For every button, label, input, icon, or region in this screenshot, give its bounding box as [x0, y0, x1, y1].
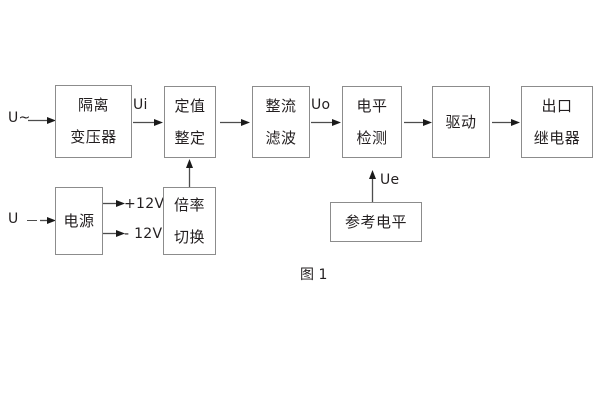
input-label-u-ac: U~ — [8, 110, 31, 126]
block-drive: 驱动 — [432, 86, 490, 158]
block-isolation-transformer: 隔离 变压器 — [55, 85, 132, 158]
block-line: 出口 — [541, 96, 573, 115]
block-line: 电平 — [356, 96, 388, 115]
block-line: 倍率 — [173, 195, 205, 214]
arrow-rectify-to-level-detect — [311, 118, 341, 127]
dash-segment — [27, 220, 37, 222]
arrow-rail-positive — [103, 199, 125, 208]
block-level-detect: 电平 检测 — [342, 86, 402, 158]
block-line: 参考电平 — [344, 212, 407, 231]
arrow-level-detect-to-drive — [404, 118, 432, 127]
block-line: 继电器 — [533, 128, 581, 147]
block-reference-level: 参考电平 — [330, 202, 422, 242]
block-power-supply: 电源 — [55, 187, 103, 255]
block-line: 切换 — [173, 227, 205, 246]
block-line: 定值 — [174, 96, 206, 115]
block-line: 整定 — [174, 128, 206, 147]
block-line: 电源 — [63, 211, 95, 230]
block-multiplier-switch: 倍率 切换 — [163, 187, 216, 255]
arrow-reference-to-level-detect — [368, 170, 377, 202]
figure-caption: 图 1 — [300, 267, 328, 283]
arrow-setting-to-rectify — [220, 118, 250, 127]
block-line: 变压器 — [70, 128, 117, 146]
rail-label-positive: +12V — [124, 196, 165, 212]
arrow-transformer-to-setting — [133, 118, 163, 127]
block-line: 检测 — [356, 128, 388, 147]
arrow-drive-to-output-relay — [492, 118, 520, 127]
block-rectify-filter: 整流 滤波 — [252, 86, 310, 158]
signal-label-ue: Ue — [380, 172, 400, 188]
rail-label-negative: - 12V — [124, 226, 163, 242]
arrow-multiplier-to-setting — [185, 159, 194, 187]
block-output-relay: 出口 继电器 — [521, 86, 593, 158]
block-line: 滤波 — [265, 128, 297, 147]
block-setting-value: 定值 整定 — [164, 86, 216, 158]
block-line: 驱动 — [445, 112, 477, 131]
arrow-rail-negative — [103, 229, 125, 238]
signal-label-ui: Ui — [133, 97, 148, 113]
block-line: 整流 — [265, 96, 297, 115]
input-label-u-dc: U — [8, 211, 19, 227]
signal-label-uo: Uo — [311, 97, 331, 113]
block-line: 隔离 — [77, 96, 109, 114]
arrow-input-to-transformer — [28, 116, 56, 125]
arrow-input-to-power-supply — [40, 216, 56, 225]
